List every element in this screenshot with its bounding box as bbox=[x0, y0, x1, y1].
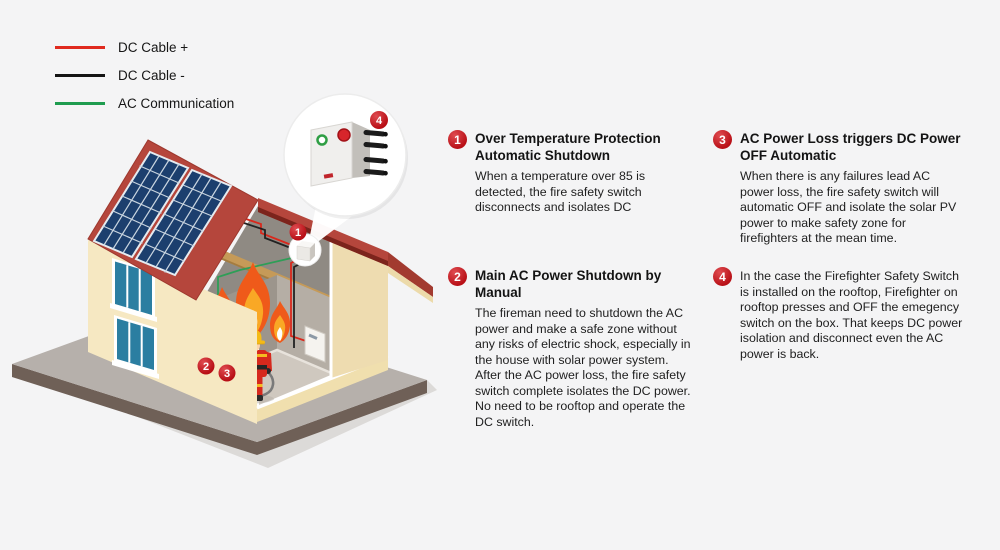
house-illustration: 1 2 3 4 bbox=[12, 93, 437, 468]
device-emergency-button bbox=[337, 128, 351, 142]
safety-switch-location bbox=[288, 233, 322, 267]
legend-label: DC Cable + bbox=[118, 40, 189, 55]
note-rooftop-switch: 4 In the case the Firefighter Safety Swi… bbox=[713, 267, 964, 362]
note-title: AC Power Loss triggers DC Power OFF Auto… bbox=[740, 131, 961, 163]
device-red-detail bbox=[323, 173, 334, 179]
note-badge-2: 2 bbox=[448, 267, 467, 286]
device-power-led bbox=[316, 134, 328, 146]
marker-badge-2: 2 bbox=[197, 357, 215, 375]
note-badge-3: 3 bbox=[713, 130, 732, 149]
callout-circle bbox=[283, 93, 408, 219]
note-manual-shutdown: 2 Main AC Power Shutdown by Manual The f… bbox=[448, 267, 697, 430]
legend-item-dc-minus: DC Cable - bbox=[55, 68, 234, 83]
cable-legend: DC Cable + DC Cable - AC Communication bbox=[55, 40, 234, 124]
safety-switch-device bbox=[310, 121, 388, 187]
note-ac-power-loss: 3 AC Power Loss triggers DC Power OFF Au… bbox=[713, 130, 964, 247]
note-badge-4: 4 bbox=[713, 267, 732, 286]
svg-text:2: 2 bbox=[203, 361, 209, 373]
note-body: When there is any failures lead AC power… bbox=[740, 169, 957, 245]
note-body: The fireman need to shutdown the AC powe… bbox=[475, 306, 691, 429]
marker-badge-3: 3 bbox=[218, 364, 236, 382]
dc-minus-cable bbox=[240, 221, 297, 251]
svg-text:3: 3 bbox=[224, 368, 230, 380]
inverter bbox=[304, 325, 326, 363]
callout-pointer bbox=[307, 206, 356, 250]
legend-label: AC Communication bbox=[118, 96, 235, 111]
legend-label: DC Cable - bbox=[118, 68, 185, 83]
marker-badge-1: 1 bbox=[289, 223, 307, 241]
ac-comm-line-swatch bbox=[55, 102, 105, 105]
note-over-temperature: 1 Over Temperature Protection Automatic … bbox=[448, 130, 697, 216]
svg-text:4: 4 bbox=[376, 115, 383, 127]
platform-side bbox=[12, 364, 427, 455]
marker-badge-4: 4 bbox=[370, 111, 388, 129]
right-corner-pillar bbox=[331, 241, 388, 378]
note-title: Over Temperature Protection Automatic Sh… bbox=[475, 131, 661, 163]
note-body: When a temperature over 85 is detected, … bbox=[475, 169, 646, 214]
note-badge-1: 1 bbox=[448, 130, 467, 149]
dc-minus-line-swatch bbox=[55, 74, 105, 77]
legend-item-ac-comm: AC Communication bbox=[55, 96, 234, 111]
note-body: In the case the Firefighter Safety Switc… bbox=[740, 269, 963, 361]
window-upper bbox=[110, 258, 157, 322]
window-lower bbox=[112, 315, 159, 379]
solar-panel-array bbox=[92, 150, 233, 277]
note-title: Main AC Power Shutdown by Manual bbox=[475, 268, 662, 300]
device-mc4-connectors bbox=[363, 130, 386, 176]
svg-text:1: 1 bbox=[295, 227, 301, 239]
front-low-wall bbox=[257, 356, 388, 422]
dc-plus-line-swatch bbox=[55, 46, 105, 49]
legend-item-dc-plus: DC Cable + bbox=[55, 40, 234, 55]
